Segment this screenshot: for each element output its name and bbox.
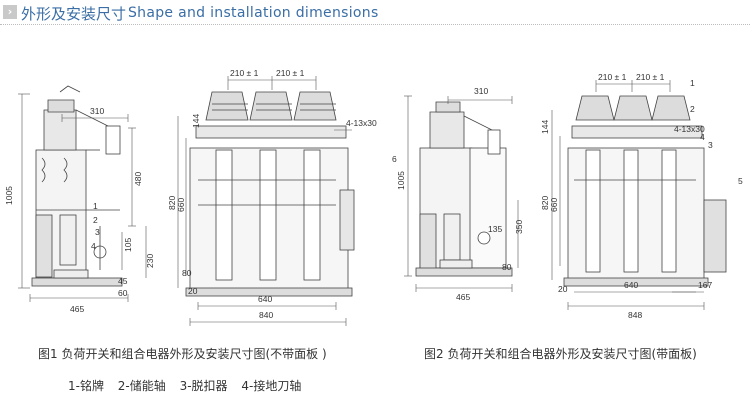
dim-label: 350 <box>514 220 524 234</box>
header-divider <box>0 24 750 25</box>
dim-label: 310 <box>90 106 104 116</box>
dim-label: 480 <box>133 172 143 186</box>
parts-legend: 1-铭牌 2-储能轴 3-脱扣器 4-接地刀轴 <box>68 377 311 394</box>
dim-label: 230 <box>145 254 155 268</box>
legend-item: 2-储能轴 <box>117 379 166 393</box>
callout: 2 <box>690 104 695 114</box>
legend-item: 3-脱扣器 <box>179 379 228 393</box>
dim-label: 1005 <box>396 171 406 190</box>
dim-label: 660 <box>176 198 186 212</box>
callout: 5 <box>738 176 743 186</box>
dim-label: 465 <box>70 304 84 314</box>
fig1-dimension-labels: 310 1005 480 465 60 45 105 230 210 ± 1 2… <box>4 68 377 320</box>
callout: 4 <box>700 132 705 142</box>
callout: 6 <box>392 154 397 164</box>
dim-label: 20 <box>558 284 568 294</box>
section-title-cn: 外形及安装尺寸 <box>21 5 127 23</box>
callout: 4 <box>91 241 96 251</box>
legend-item: 4-接地刀轴 <box>241 379 302 393</box>
figure2-caption: 图2 负荷开关和组合电器外形及安装尺寸图(带面板) <box>424 347 697 361</box>
dim-label: 4-13x30 <box>346 118 377 128</box>
section-header: › 外形及安装尺寸 Shape and installation dimensi… <box>0 0 750 30</box>
technical-drawings: 310 1005 480 465 60 45 105 230 210 ± 1 2… <box>4 68 743 326</box>
callout: 3 <box>708 140 713 150</box>
dim-label: 80 <box>182 268 192 278</box>
dim-label: 210 ± 1 <box>636 72 665 82</box>
dim-label: 660 <box>549 198 559 212</box>
fig2-callouts: 1 2 3 4 5 6 <box>392 78 743 186</box>
dim-label: 465 <box>456 292 470 302</box>
callout: 1 <box>93 201 98 211</box>
callout: 1 <box>690 78 695 88</box>
fig1-front-view <box>185 91 355 297</box>
figure1-caption: 图1 负荷开关和组合电器外形及安装尺寸图(不带面板 ) <box>38 347 327 361</box>
dim-label: 640 <box>624 280 638 290</box>
dim-label: 1005 <box>4 186 14 205</box>
dim-label: 80 <box>502 262 512 272</box>
dim-label: 820 <box>540 196 550 210</box>
dim-label: 210 ± 1 <box>598 72 627 82</box>
fig1-callouts: 1 2 3 4 <box>91 201 100 251</box>
fig2-front-view <box>563 95 727 287</box>
callout: 3 <box>95 227 100 237</box>
dim-label: 310 <box>474 86 488 96</box>
dim-label: 640 <box>258 294 272 304</box>
dim-label: 167 <box>698 280 712 290</box>
fig2-dimension-labels: 310 1005 465 350 135 80 210 ± 1 210 ± 1 … <box>396 72 712 320</box>
dim-label: 144 <box>540 120 550 134</box>
dim-label: 210 ± 1 <box>230 68 259 78</box>
dim-label: 20 <box>188 286 198 296</box>
dim-label: 820 <box>167 196 177 210</box>
dim-label: 840 <box>259 310 273 320</box>
fig1-side-view <box>31 85 123 287</box>
dim-label: 60 <box>118 288 128 298</box>
callout: 2 <box>93 215 98 225</box>
dim-label: 4-13x30 <box>674 124 705 134</box>
dim-label: 45 <box>118 276 128 286</box>
arrow-icon: › <box>3 5 17 19</box>
section-title-en: Shape and installation dimensions <box>128 5 379 21</box>
legend-item: 1-铭牌 <box>68 379 104 393</box>
fig2-side-view <box>415 101 513 277</box>
dim-label: 848 <box>628 310 642 320</box>
dim-label: 135 <box>488 224 502 234</box>
dim-label: 144 <box>191 114 201 128</box>
dim-label: 210 ± 1 <box>276 68 305 78</box>
dim-label: 105 <box>123 238 133 252</box>
